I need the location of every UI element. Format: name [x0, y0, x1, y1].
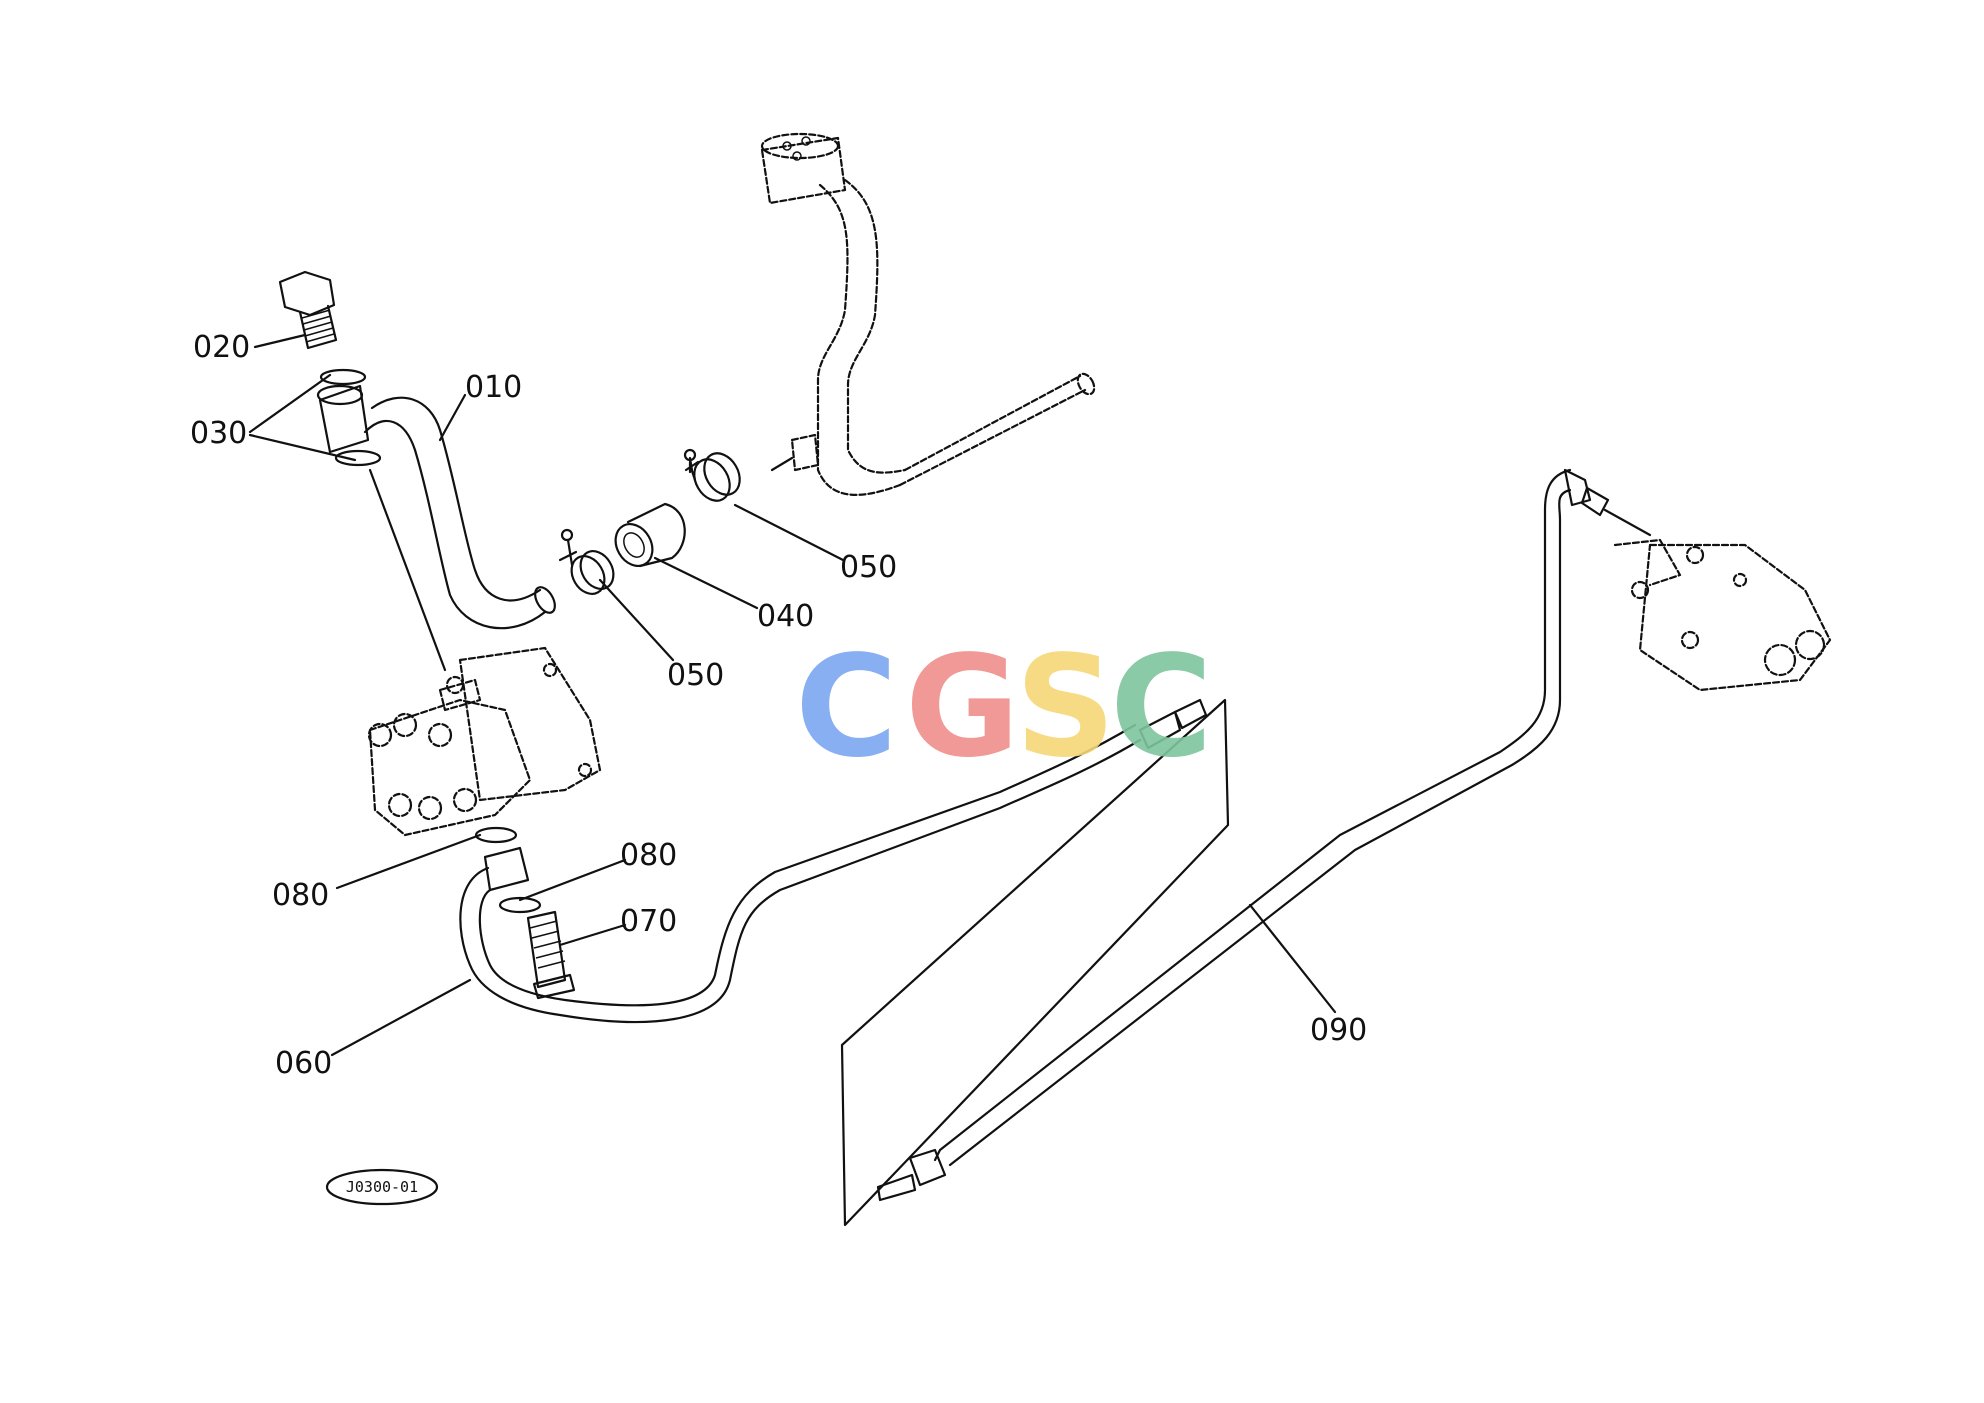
label-090: 090: [1310, 1013, 1367, 1048]
suction-pipe-010: [278, 270, 556, 672]
pipe-090: [876, 468, 1610, 1202]
reference-code-badge: J0300-01: [325, 1168, 439, 1206]
label-080-right: 080: [620, 838, 677, 873]
label-070: 070: [620, 904, 677, 939]
watermark-letter-s: S: [1015, 626, 1116, 789]
label-050-lower: 050: [667, 658, 724, 693]
hydraulic-pump: [367, 646, 602, 837]
leader-lines: [248, 333, 1337, 1057]
label-080-left: 080: [272, 878, 329, 913]
control-valve: [1603, 508, 1832, 692]
mounting-plane: [840, 698, 1230, 1227]
label-040: 040: [757, 599, 814, 634]
label-030: 030: [190, 416, 247, 451]
cgsc-watermark: C G S C: [795, 626, 1213, 789]
watermark-letter-c2: C: [1110, 626, 1213, 789]
label-010: 010: [465, 370, 522, 405]
reservoir-suction-pipe: [760, 132, 1096, 496]
label-020: 020: [193, 330, 250, 365]
label-060: 060: [275, 1046, 332, 1081]
watermark-letter-g: G: [905, 626, 1020, 789]
watermark-letter-c1: C: [795, 626, 898, 789]
reference-code: J0300-01: [346, 1178, 418, 1196]
delivery-pipe-060: [459, 698, 1208, 1024]
label-050-upper: 050: [840, 550, 897, 585]
hose-and-clamps: [558, 448, 741, 595]
